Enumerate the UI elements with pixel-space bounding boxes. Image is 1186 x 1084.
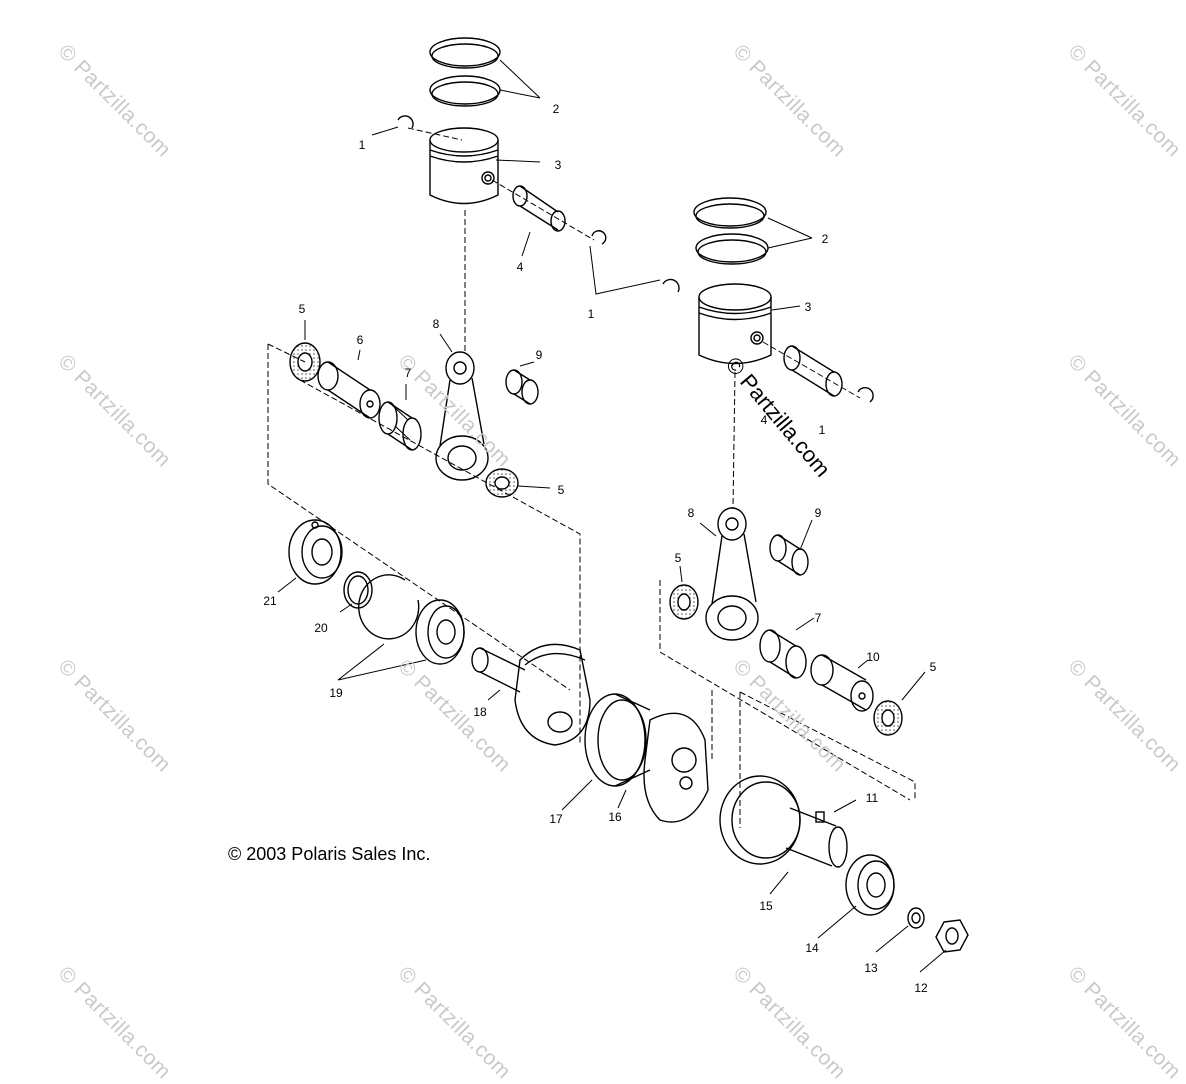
callout-20: 20 bbox=[314, 621, 328, 635]
nut-12 bbox=[935, 919, 969, 953]
piston-right bbox=[698, 283, 772, 365]
callout-8: 8 bbox=[687, 506, 695, 520]
circlip-right-top bbox=[662, 278, 680, 293]
callout-15: 15 bbox=[759, 899, 773, 913]
callout-5: 5 bbox=[929, 660, 937, 674]
thrust-washer-5c bbox=[669, 584, 699, 620]
callout-5: 5 bbox=[298, 302, 306, 316]
callout-21: 21 bbox=[263, 594, 277, 608]
crank-pin-6 bbox=[317, 361, 381, 419]
callout-9: 9 bbox=[814, 506, 822, 520]
small-end-bearing-9b bbox=[769, 534, 809, 576]
thrust-washer-5d bbox=[873, 700, 903, 736]
callout-1: 1 bbox=[358, 138, 366, 152]
callout-14: 14 bbox=[805, 941, 819, 955]
callout-2: 2 bbox=[821, 232, 829, 246]
callout-4: 4 bbox=[760, 413, 768, 427]
callout-11: 11 bbox=[865, 791, 879, 805]
leader-lines bbox=[277, 59, 947, 973]
piston-left bbox=[429, 127, 499, 205]
washer-13 bbox=[907, 907, 925, 929]
wrist-pin-left bbox=[512, 185, 566, 232]
needle-bearing-7a bbox=[378, 401, 422, 451]
callout-3: 3 bbox=[554, 158, 562, 172]
wrist-pin-right bbox=[783, 345, 843, 397]
circlip-left-mid bbox=[591, 230, 607, 245]
woodruff-key-11 bbox=[815, 811, 825, 823]
circlip-left-top bbox=[397, 115, 414, 129]
callout-19: 19 bbox=[329, 686, 343, 700]
main-bearing-19 bbox=[415, 599, 465, 665]
crank-pin-10 bbox=[810, 654, 874, 712]
callout-5: 5 bbox=[557, 483, 565, 497]
callout-9: 9 bbox=[535, 348, 543, 362]
callout-17: 17 bbox=[549, 812, 563, 826]
circlip-right-mid bbox=[857, 386, 874, 403]
main-bearing-14 bbox=[845, 854, 895, 916]
callout-6: 6 bbox=[356, 333, 364, 347]
copyright-notice: © 2003 Polaris Sales Inc. bbox=[228, 844, 431, 864]
needle-bearing-7b bbox=[759, 629, 807, 679]
callout-10: 10 bbox=[866, 650, 880, 664]
crank-half-18 bbox=[471, 643, 591, 746]
center-seal-17 bbox=[584, 693, 651, 787]
callout-7: 7 bbox=[404, 366, 412, 380]
connecting-rod-8a bbox=[435, 351, 489, 481]
snap-ring-20 bbox=[343, 571, 373, 609]
callout-8: 8 bbox=[432, 317, 440, 331]
callout-3: 3 bbox=[804, 300, 812, 314]
piston-rings-right bbox=[693, 197, 769, 265]
callout-7: 7 bbox=[814, 611, 822, 625]
thrust-washer-5b bbox=[485, 468, 519, 498]
retaining-ring-19 bbox=[358, 574, 420, 640]
callout-13: 13 bbox=[864, 961, 878, 975]
crank-half-16 bbox=[643, 712, 709, 823]
callout-12: 12 bbox=[914, 981, 928, 995]
crank-half-15 bbox=[719, 775, 848, 868]
callout-4: 4 bbox=[516, 260, 524, 274]
callout-18: 18 bbox=[473, 705, 487, 719]
callout-1: 1 bbox=[818, 423, 826, 437]
connecting-rod-8b bbox=[705, 507, 759, 641]
callout-16: 16 bbox=[608, 810, 622, 824]
callout-1: 1 bbox=[587, 307, 595, 321]
exploded-parts-diagram bbox=[267, 37, 969, 973]
callout-5: 5 bbox=[674, 551, 682, 565]
assembly-lines bbox=[267, 127, 916, 828]
small-end-bearing-9a bbox=[505, 369, 539, 405]
callout-2: 2 bbox=[552, 102, 560, 116]
piston-rings-left bbox=[429, 37, 501, 107]
main-bearing-21 bbox=[288, 519, 343, 585]
